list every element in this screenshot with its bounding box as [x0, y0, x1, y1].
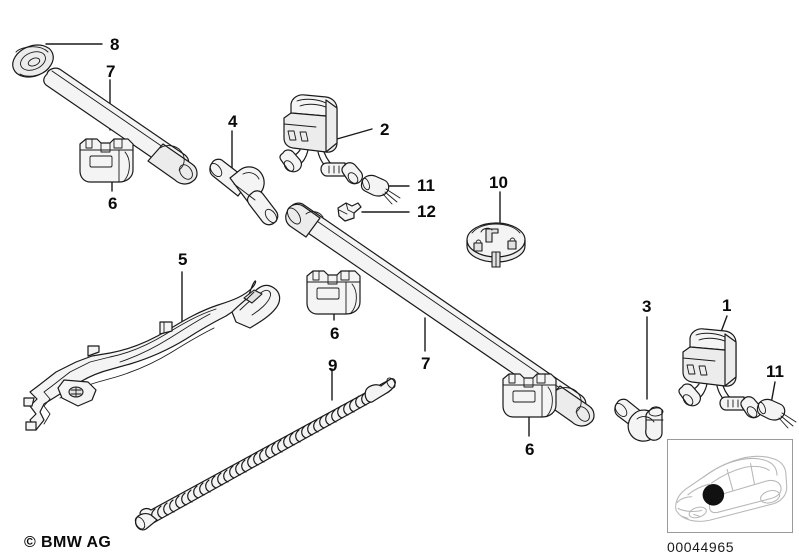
location-marker — [702, 484, 725, 506]
callout-4: 4 — [228, 112, 238, 131]
part-1-washer-nozzle-assembly — [678, 328, 763, 419]
callout-3: 3 — [642, 297, 652, 316]
part-4-t-connector — [209, 158, 279, 226]
part-3-elbow-connector — [614, 398, 664, 442]
copyright-notice: © BMW AG — [24, 534, 112, 551]
callout-10: 10 — [489, 173, 508, 192]
callout-5: 5 — [178, 250, 188, 269]
callout-6b: 6 — [330, 324, 340, 343]
diagram-number: 00044965 — [667, 539, 735, 555]
callout-1: 1 — [722, 296, 732, 315]
part-2-washer-nozzle-assembly — [279, 94, 364, 185]
callout-12: 12 — [417, 202, 436, 221]
part-10-round-retainer — [466, 222, 526, 268]
part-6c-hose-clip — [502, 373, 557, 418]
callout-8: 8 — [110, 35, 120, 54]
part-6a-hose-clip — [79, 138, 134, 183]
callout-11b: 11 — [766, 362, 784, 381]
callout-2: 2 — [380, 120, 390, 139]
part-8-grommet-plug — [12, 44, 54, 78]
vehicle-location-inset — [667, 439, 793, 533]
part-7a-washer-hose — [43, 67, 198, 185]
part-7b-washer-hose — [285, 202, 595, 427]
callout-9: 9 — [328, 356, 338, 375]
part-6b-hose-clip — [306, 270, 361, 315]
leader-lines — [45, 43, 776, 437]
callout-7a: 7 — [106, 62, 116, 81]
part-5-hose-bracket — [23, 280, 281, 431]
part-12-retaining-clip — [337, 202, 362, 222]
callout-11a: 11 — [417, 176, 435, 195]
spiral-coils — [151, 392, 367, 522]
part-11a-cable-connector — [360, 174, 401, 205]
callout-7b: 7 — [421, 354, 431, 373]
callout-6a: 6 — [108, 194, 118, 213]
part-9-spiral-hose — [134, 377, 396, 531]
callout-6c: 6 — [525, 440, 535, 459]
part-11b-cable-connector — [756, 398, 797, 429]
